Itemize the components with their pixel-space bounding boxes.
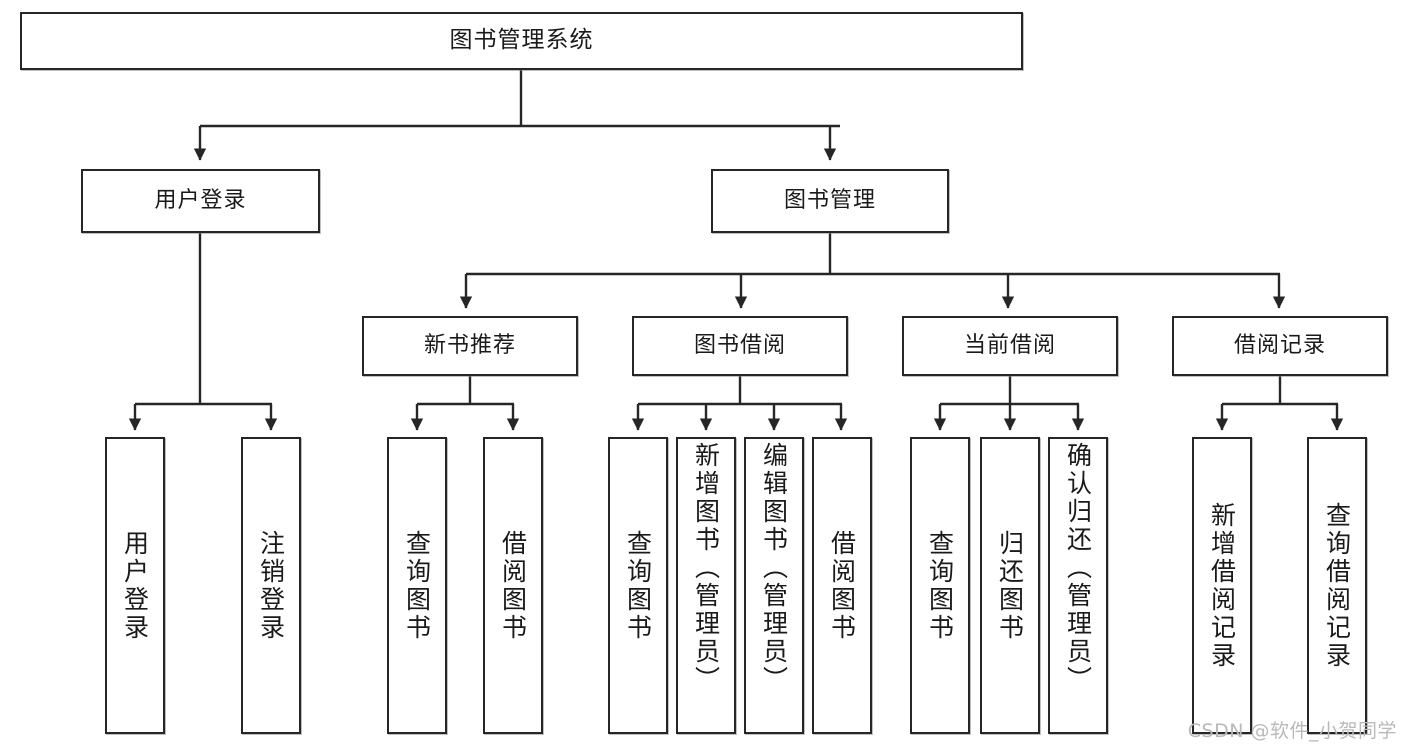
- node-current-borrow[interactable]: 当前借阅: [902, 316, 1118, 376]
- node-root[interactable]: 图书管理系统: [20, 12, 1023, 70]
- leaf-borrow-book-2-label: 借阅图书: [827, 529, 857, 642]
- leaf-edit-book-label: 编辑图书（管理员）: [759, 442, 789, 694]
- leaf-add-book[interactable]: 新增图书（管理员）: [676, 437, 736, 734]
- leaf-borrow-book-1[interactable]: 借阅图书: [483, 437, 543, 734]
- leaf-add-book-label: 新增图书（管理员）: [691, 442, 721, 694]
- leaf-add-record-label: 新增借阅记录: [1207, 501, 1237, 670]
- leaf-add-record[interactable]: 新增借阅记录: [1192, 437, 1252, 734]
- node-current-borrow-label: 当前借阅: [963, 333, 1056, 359]
- leaf-query-book-2-label: 查询图书: [623, 529, 653, 642]
- node-user-login-label: 用户登录: [154, 188, 247, 214]
- leaf-query-record[interactable]: 查询借阅记录: [1307, 437, 1367, 734]
- node-borrow-record[interactable]: 借阅记录: [1172, 316, 1388, 376]
- node-user-login[interactable]: 用户登录: [81, 169, 320, 233]
- leaf-query-book-2[interactable]: 查询图书: [608, 437, 668, 734]
- leaf-logout-login-label: 注销登录: [256, 529, 286, 642]
- node-borrow-record-label: 借阅记录: [1233, 333, 1326, 359]
- leaf-return-book-label: 归还图书: [995, 529, 1025, 642]
- leaf-confirm-return[interactable]: 确认归还（管理员）: [1048, 437, 1108, 734]
- leaf-user-login-label: 用户登录: [120, 529, 150, 642]
- leaf-query-book-3[interactable]: 查询图书: [910, 437, 970, 734]
- leaf-borrow-book-2[interactable]: 借阅图书: [812, 437, 872, 734]
- csdn-watermark: CSDN @软件_小贺同学: [1187, 720, 1397, 742]
- leaf-confirm-return-label: 确认归还（管理员）: [1063, 442, 1093, 694]
- leaf-return-book[interactable]: 归还图书: [980, 437, 1040, 734]
- leaf-borrow-book-1-label: 借阅图书: [498, 529, 528, 642]
- leaf-query-record-label: 查询借阅记录: [1322, 501, 1352, 670]
- leaf-query-book-3-label: 查询图书: [925, 529, 955, 642]
- node-book-borrow[interactable]: 图书借阅: [632, 316, 848, 376]
- leaf-edit-book[interactable]: 编辑图书（管理员）: [744, 437, 804, 734]
- leaf-query-book-1[interactable]: 查询图书: [387, 437, 447, 734]
- node-book-manage[interactable]: 图书管理: [711, 169, 949, 233]
- node-new-book-recommend[interactable]: 新书推荐: [362, 316, 578, 376]
- node-new-book-recommend-label: 新书推荐: [423, 333, 516, 359]
- leaf-user-login[interactable]: 用户登录: [105, 437, 165, 734]
- node-book-manage-label: 图书管理: [783, 188, 876, 214]
- leaf-query-book-1-label: 查询图书: [402, 529, 432, 642]
- node-root-label: 图书管理系统: [449, 27, 594, 54]
- node-book-borrow-label: 图书借阅: [693, 333, 786, 359]
- leaf-logout-login[interactable]: 注销登录: [241, 437, 301, 734]
